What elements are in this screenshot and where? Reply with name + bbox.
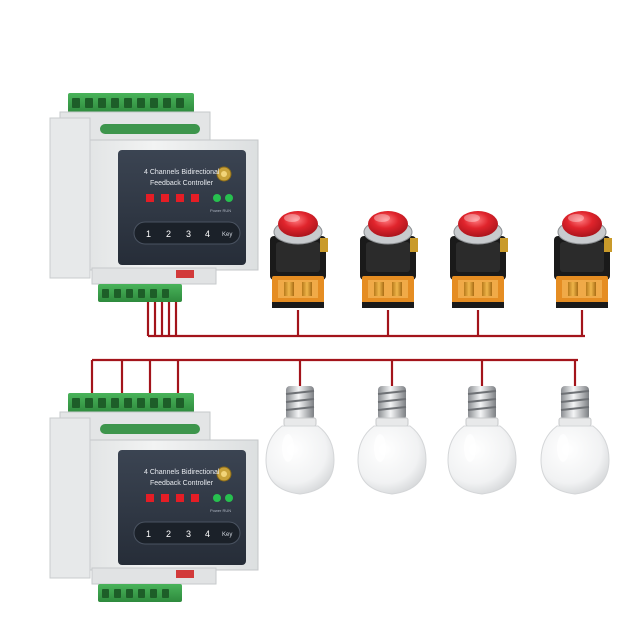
controller-bottom-channel-1: 1 xyxy=(146,529,151,539)
push-buttons xyxy=(269,210,613,309)
push-button-3 xyxy=(449,210,509,309)
controller-bottom-indicator-label: Power RUN xyxy=(210,508,231,513)
bulbs xyxy=(265,385,610,495)
controller-bottom-key-label: Key xyxy=(222,532,232,538)
controller-bottom-channel-4: 4 xyxy=(205,529,210,539)
bulb-icon-1 xyxy=(265,385,335,495)
controller-top-title-1: 4 Channels Bidirectional xyxy=(144,169,220,176)
push-button-1 xyxy=(269,210,329,309)
controller-top-channel-4: 4 xyxy=(205,229,210,239)
controller-bottom-channel-2: 2 xyxy=(166,529,171,539)
wiring xyxy=(90,300,585,398)
controller-top: 4 Channels Bidirectional Feedback Contro… xyxy=(49,92,259,303)
controller-bottom-title-1: 4 Channels Bidirectional xyxy=(144,469,220,476)
controller-bottom: 4 Channels Bidirectional Feedback Contro… xyxy=(49,392,259,603)
controller-top-channel-2: 2 xyxy=(166,229,171,239)
push-button-2 xyxy=(359,210,419,309)
bulb-icon-3 xyxy=(447,385,517,495)
controller-top-channel-3: 3 xyxy=(186,229,191,239)
controller-top-indicator-label: Power RUN xyxy=(210,208,231,213)
controller-top-title-2: Feedback Controller xyxy=(150,180,214,187)
controller-bottom-title-2: Feedback Controller xyxy=(150,480,214,487)
controller-top-key-label: Key xyxy=(222,232,232,238)
controller-top-channel-1: 1 xyxy=(146,229,151,239)
bulb-icon-2 xyxy=(357,385,427,495)
controller-bottom-channel-3: 3 xyxy=(186,529,191,539)
push-button-4 xyxy=(553,210,613,309)
bulb-icon-4 xyxy=(540,385,610,495)
